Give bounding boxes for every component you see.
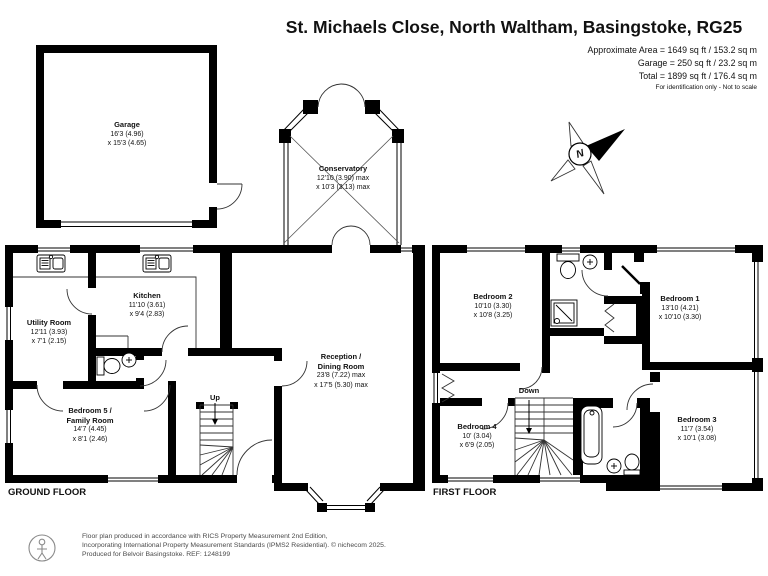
conservatory-door-arcs <box>317 83 371 246</box>
wc-fixtures <box>96 352 137 376</box>
identification-note: For identification only - Not to scale <box>655 84 757 91</box>
bedroom1-label: Bedroom 1 13'10 (4.21) x 10'10 (3.30) <box>658 294 702 321</box>
stairs-up-label: Up <box>210 393 220 402</box>
bathroom-fixtures <box>580 405 641 476</box>
first-door-arcs <box>481 269 654 430</box>
utility-sink-icon <box>36 254 66 273</box>
first-floor-walls <box>432 245 763 491</box>
bedroom5-label: Bedroom 5 / Family Room 14'7 (4.45) x 8'… <box>66 406 114 443</box>
garage-doors <box>61 183 243 227</box>
up-arrow <box>212 403 218 425</box>
ground-floor-windows <box>6 247 412 510</box>
ground-door-arcs <box>36 288 308 476</box>
stairs-down-label: Down <box>518 386 540 395</box>
bedroom4-label: Bedroom 4 10' (3.04) x 6'9 (2.05) <box>457 422 497 449</box>
first-floor-label: FIRST FLOOR <box>433 487 497 498</box>
ground-stairs <box>199 404 234 476</box>
bedroom3-label: Bedroom 3 11'7 (3.54) x 10'1 (3.08) <box>677 415 717 442</box>
page-title: St. Michaels Close, North Waltham, Basin… <box>285 17 743 37</box>
compass-icon <box>550 121 625 195</box>
disclaimer-line1: Floor plan produced in accordance with R… <box>82 533 328 540</box>
kitchen-label: Kitchen 11'10 (3.61) x 9'4 (2.83) <box>128 291 166 318</box>
disclaimer-line2: Incorporating International Property Mea… <box>82 542 386 549</box>
utility-room-label: Utility Room 12'11 (3.93) x 7'1 (2.15) <box>26 318 72 345</box>
disclaimer-line3: Produced for Belvoir Basingstoke. REF: 1… <box>82 551 231 558</box>
ground-floor-walls <box>5 245 425 512</box>
down-arrow <box>526 400 532 434</box>
wardrobe-bifold-doors <box>441 303 615 403</box>
bedroom1-door-leaf <box>621 265 641 285</box>
shower-room-fixtures <box>550 253 598 327</box>
ground-floor-label: GROUND FLOOR <box>8 487 87 498</box>
approximate-area: Approximate Area = 1649 sq ft / 153.2 sq… <box>587 45 757 55</box>
bedroom2-label: Bedroom 2 10'10 (3.30) x 10'8 (3.25) <box>473 292 513 319</box>
garage-label: Garage 16'3 (4.96) x 15'3 (4.65) <box>107 120 147 147</box>
garage-area: Garage = 250 sq ft / 23.2 sq m <box>637 58 757 68</box>
reception-label: Reception / Dining Room 23'8 (7.22) max … <box>314 352 368 389</box>
disclaimer: Floor plan produced in accordance with R… <box>82 532 386 559</box>
area-summary: Approximate Area = 1649 sq ft / 153.2 sq… <box>588 44 757 83</box>
conservatory-roof-lines <box>283 135 400 244</box>
first-floor-windows <box>433 247 759 490</box>
conservatory-label: Conservatory 12'10 (3.90) max x 10'3 (3.… <box>316 164 370 191</box>
kitchen-sink-icon <box>142 254 172 273</box>
garage-plan <box>36 45 217 228</box>
first-stairs <box>514 397 574 476</box>
person-icon <box>28 534 56 562</box>
conservatory-plan <box>279 83 404 246</box>
total-area: Total = 1899 sq ft / 176.4 sq m <box>638 71 757 81</box>
kitchen-counters <box>13 276 197 348</box>
